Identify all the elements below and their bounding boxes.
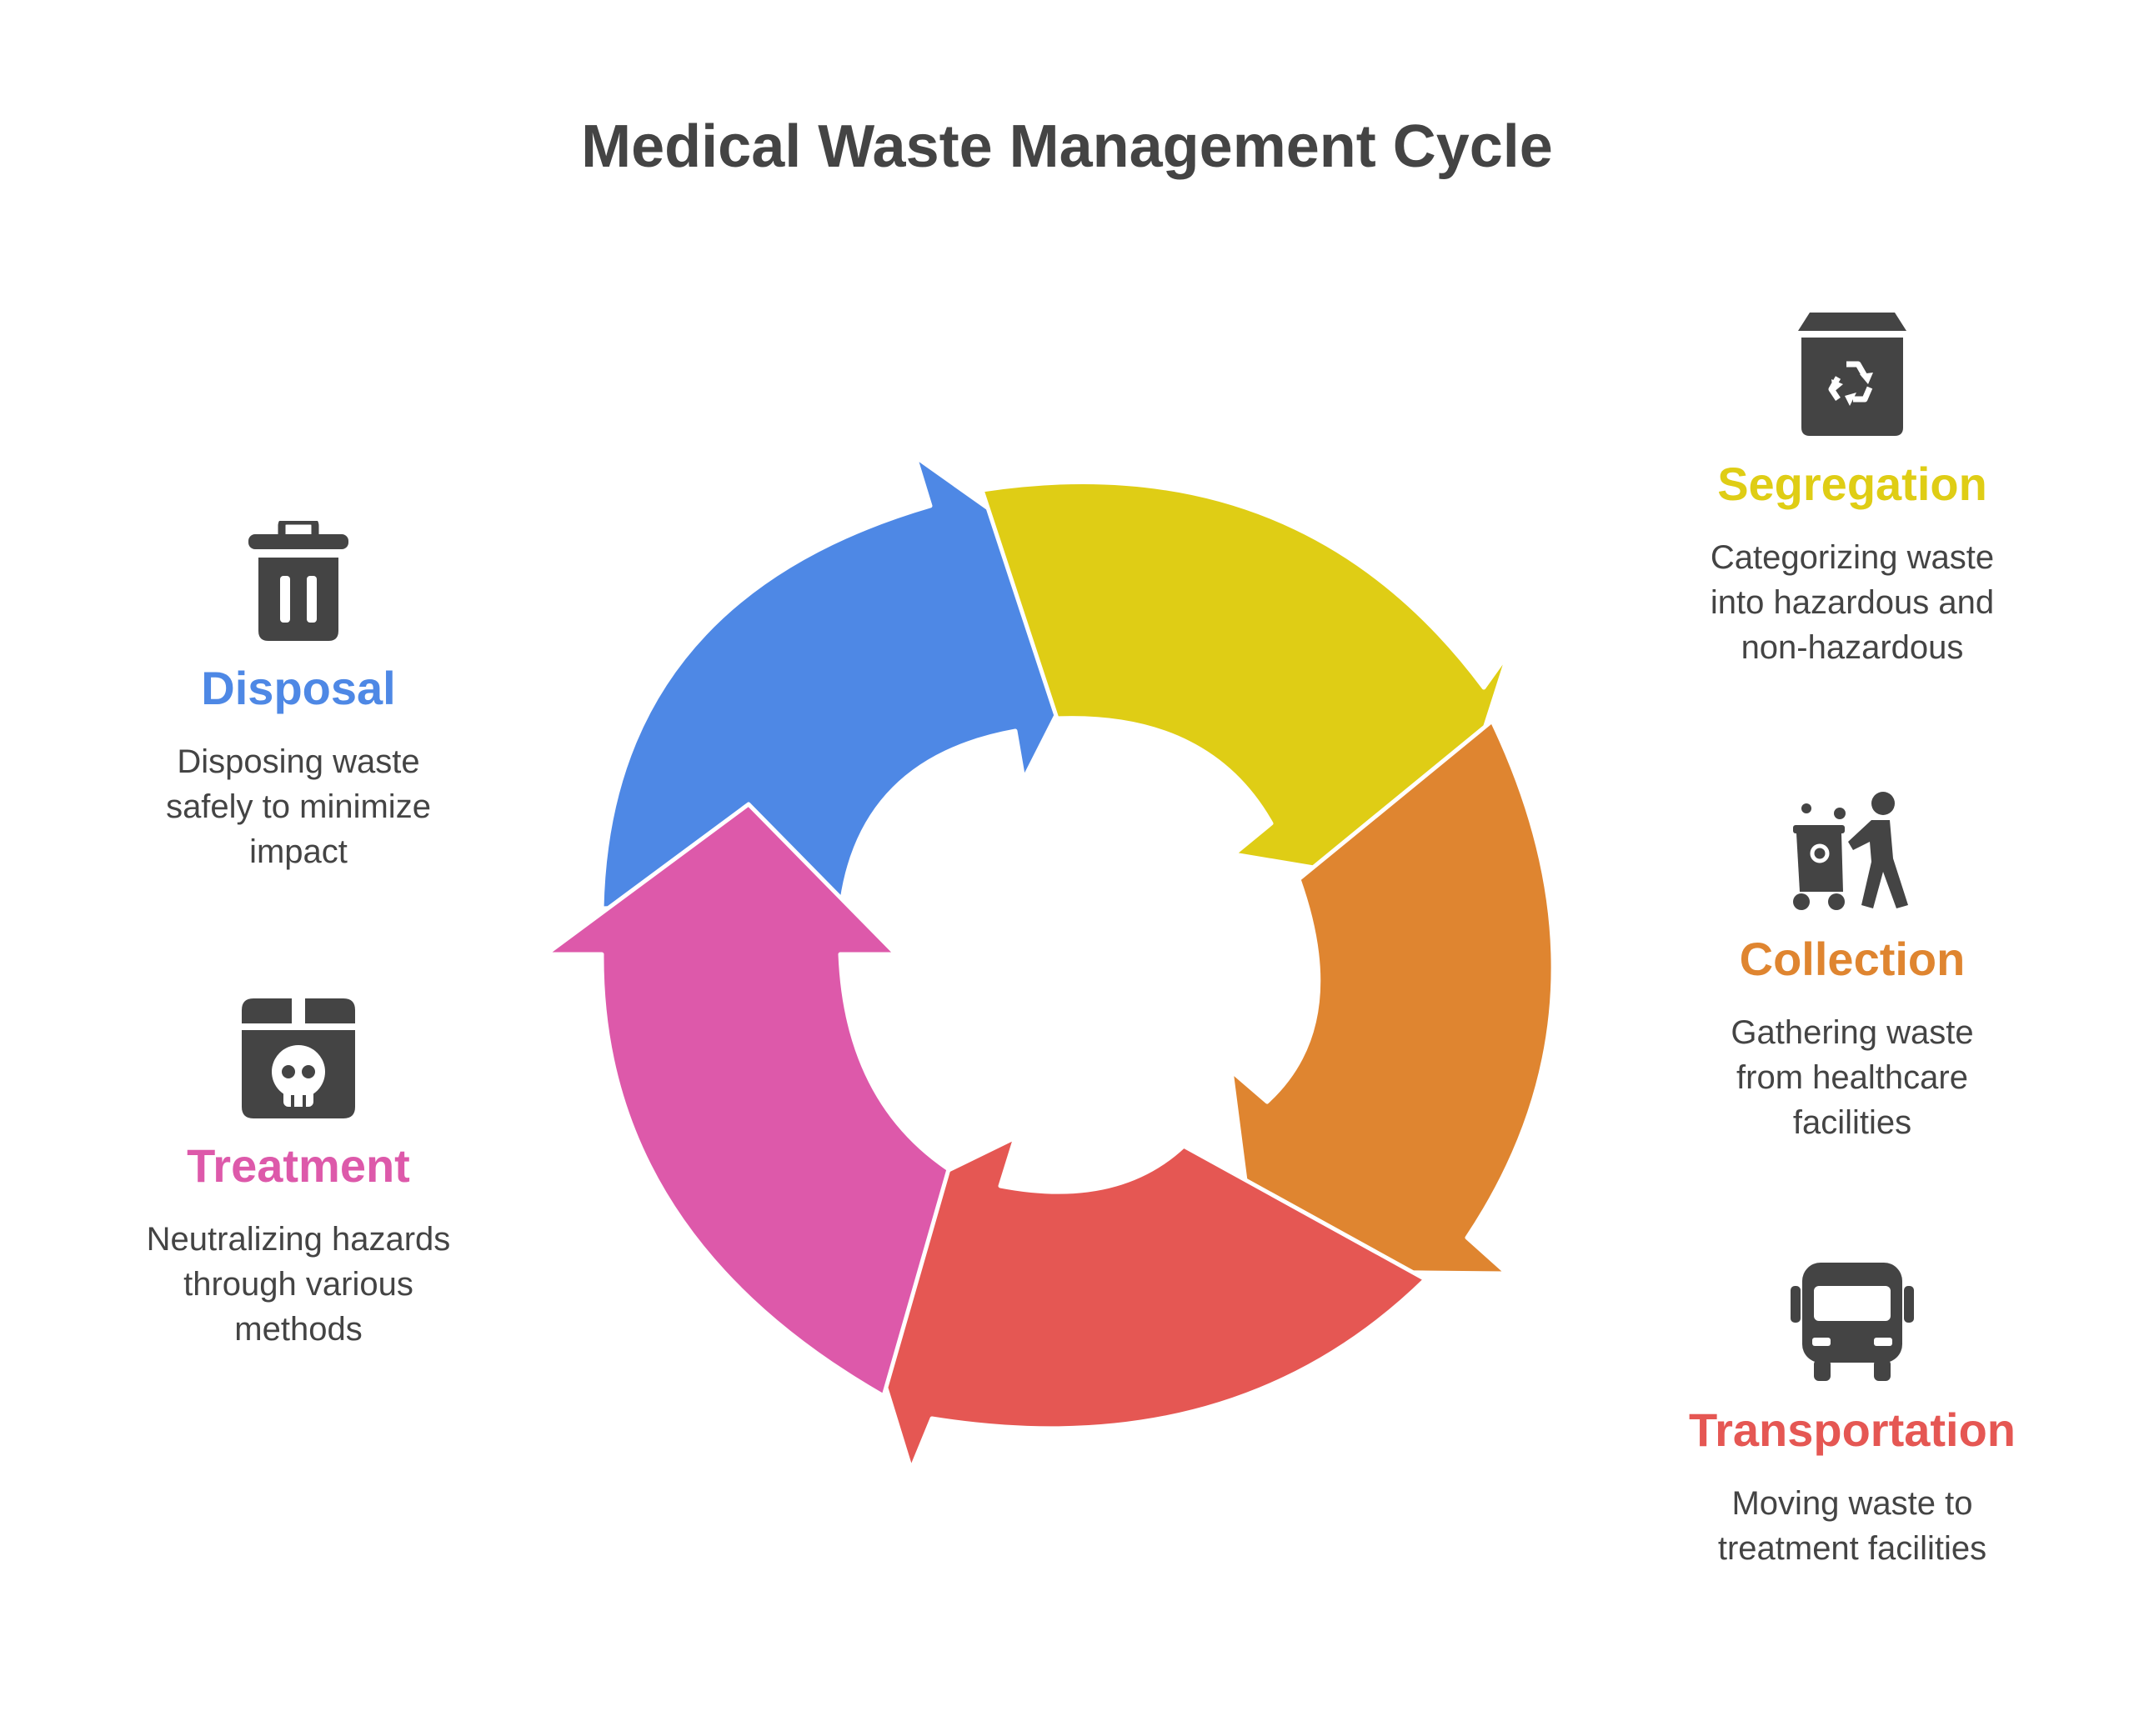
desc-line: safely to minimize bbox=[166, 788, 431, 826]
step-segregation: Segregation Categorizing waste into haza… bbox=[1619, 313, 2086, 670]
collection-heading: Collection bbox=[1739, 933, 1966, 985]
transportation-heading: Transportation bbox=[1688, 1403, 2016, 1456]
step-disposal: Disposal Disposing waste safely to minim… bbox=[65, 521, 532, 874]
arrow-collection bbox=[1229, 718, 1555, 1276]
arrow-treatment bbox=[544, 802, 951, 1398]
desc-line: facilities bbox=[1792, 1104, 1912, 1142]
disposal-description: Disposing waste safely to minimize impac… bbox=[65, 739, 532, 874]
desc-line: from healthcare bbox=[1736, 1059, 1968, 1097]
collection-description: Gathering waste from healthcare faciliti… bbox=[1619, 1010, 2086, 1145]
step-transportation: Transportation Moving waste to treatment… bbox=[1619, 1263, 2086, 1571]
trash-can-icon bbox=[248, 521, 348, 641]
desc-line: treatment facilities bbox=[1717, 1530, 1987, 1568]
recycle-bin-icon bbox=[1798, 313, 1906, 436]
desc-line: Categorizing waste bbox=[1710, 539, 1995, 577]
desc-line: impact bbox=[249, 833, 348, 871]
skull-box-icon bbox=[242, 998, 355, 1118]
disposal-heading: Disposal bbox=[201, 662, 396, 714]
desc-line: Moving waste to bbox=[1731, 1485, 1973, 1523]
segregation-description: Categorizing waste into hazardous and no… bbox=[1619, 535, 2086, 670]
arrow-disposal bbox=[599, 454, 1118, 911]
step-treatment: Treatment Neutralizing hazards through v… bbox=[65, 998, 532, 1352]
arrow-segregation bbox=[979, 480, 1511, 890]
desc-line: through various bbox=[183, 1266, 413, 1303]
desc-line: Disposing waste bbox=[177, 743, 420, 781]
desc-line: methods bbox=[234, 1311, 363, 1348]
diagram-title: Medical Waste Management Cycle bbox=[581, 113, 1553, 180]
bus-icon bbox=[1791, 1263, 1914, 1381]
treatment-heading: Treatment bbox=[187, 1139, 410, 1192]
desc-line: Neutralizing hazards bbox=[146, 1221, 451, 1258]
desc-line: non-hazardous bbox=[1741, 629, 1964, 667]
arrow-transportation bbox=[834, 1135, 1428, 1472]
desc-line: into hazardous and bbox=[1710, 584, 1995, 622]
treatment-description: Neutralizing hazards through various met… bbox=[65, 1217, 532, 1352]
person-pushing-cart-icon bbox=[1793, 792, 1908, 910]
transportation-description: Moving waste to treatment facilities bbox=[1619, 1481, 2086, 1571]
desc-line: Gathering waste bbox=[1731, 1014, 1974, 1052]
segregation-heading: Segregation bbox=[1717, 458, 1987, 510]
step-collection: Collection Gathering waste from healthca… bbox=[1619, 792, 2086, 1145]
